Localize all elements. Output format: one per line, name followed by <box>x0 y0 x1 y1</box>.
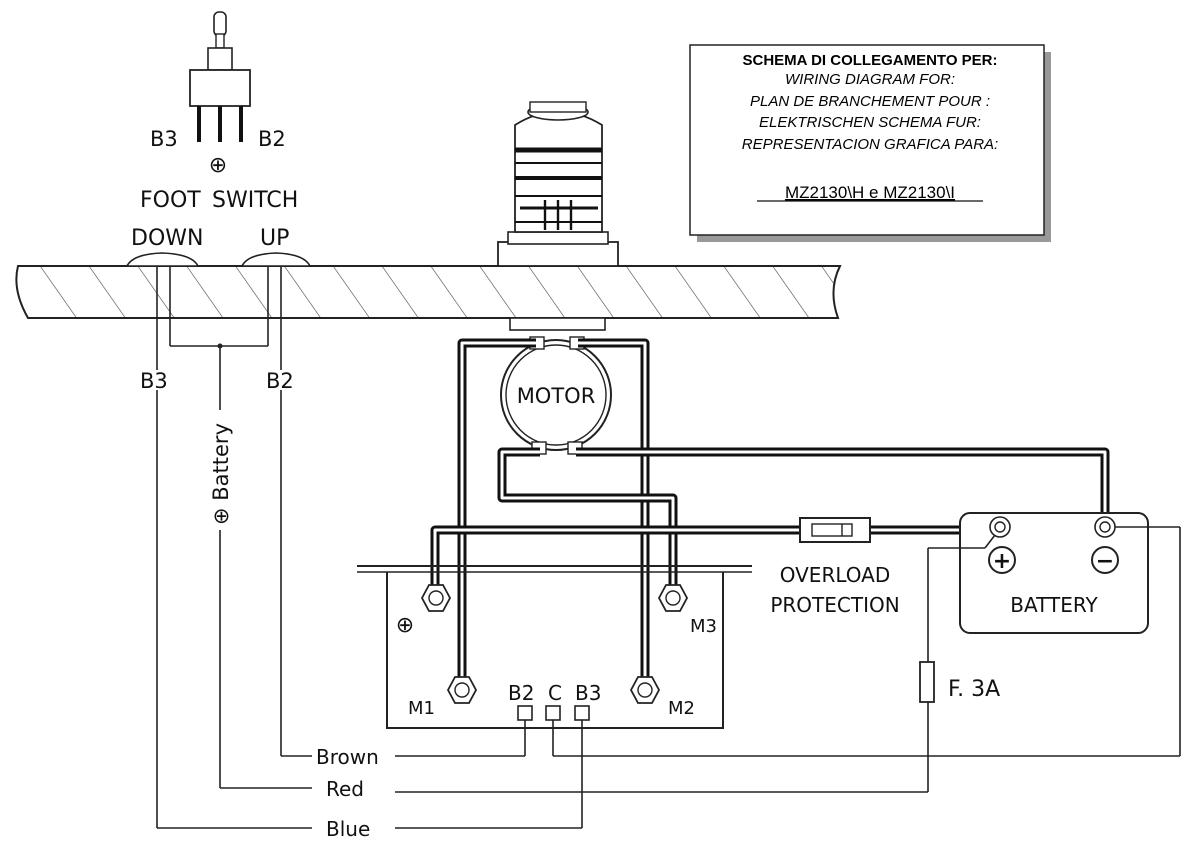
control-plus-label: ⊕ <box>396 613 414 638</box>
title-line-fr: PLAN DE BRANCHEMENT POUR : <box>750 93 990 110</box>
model-number: MZ2130\H e MZ2130\I <box>785 183 955 202</box>
title-box: SCHEMA DI COLLEGAMENTO PER: WIRING DIAGR… <box>689 44 1051 242</box>
battery-minus-symbol: − <box>1096 549 1114 574</box>
title-line-es: REPRESENTACION GRAFICA PARA: <box>742 136 998 153</box>
motor <box>500 336 612 455</box>
switch-b3-label: B3 <box>150 127 178 151</box>
terminal-b2-label: B2 <box>508 681 534 705</box>
battery <box>959 512 1149 634</box>
battery-label: BATTERY <box>1010 593 1098 617</box>
control-box <box>357 565 752 729</box>
wire-brown-label: Brown <box>316 745 379 769</box>
wire-red-label: Red <box>326 777 364 801</box>
switch-label: SWITCH <box>212 188 298 213</box>
terminal-m2-label: M2 <box>668 698 695 719</box>
fuse-label: F. 3A <box>948 677 1000 702</box>
terminal-c-label: C <box>548 681 562 705</box>
terminal-b3-label: B3 <box>575 681 601 705</box>
terminal-m1-label: M1 <box>408 698 435 719</box>
motor-label: MOTOR <box>517 384 596 408</box>
wire-b2-label: B2 <box>266 369 294 393</box>
overload-label-2: PROTECTION <box>770 593 899 617</box>
overload-label-1: OVERLOAD <box>780 563 891 587</box>
switch-b2-label: B2 <box>258 127 286 151</box>
fuse <box>919 661 935 703</box>
foot-label: FOOT <box>140 188 201 213</box>
windlass-drum <box>497 101 619 331</box>
wire-b3-label: B3 <box>140 369 168 393</box>
overload-protection <box>799 517 871 543</box>
title-line-de: ELEKTRISCHEN SCHEMA FUR: <box>759 114 981 131</box>
down-label: DOWN <box>131 226 203 251</box>
wire-blue-label: Blue <box>326 817 370 841</box>
title-line-en: WIRING DIAGRAM FOR: <box>785 71 955 88</box>
up-label: UP <box>260 226 289 251</box>
foot-switch-symbol <box>189 11 251 142</box>
switch-plus-label: ⊕ <box>209 153 227 178</box>
title-line-it: SCHEMA DI COLLEGAMENTO PER: <box>742 52 997 69</box>
signal-wires <box>156 266 1181 829</box>
wire-battery-label: ⊕ Battery <box>209 423 233 525</box>
power-wires <box>430 338 1110 680</box>
deck <box>15 252 842 319</box>
battery-plus-symbol: + <box>993 549 1011 574</box>
terminal-m3-label: M3 <box>690 616 717 637</box>
